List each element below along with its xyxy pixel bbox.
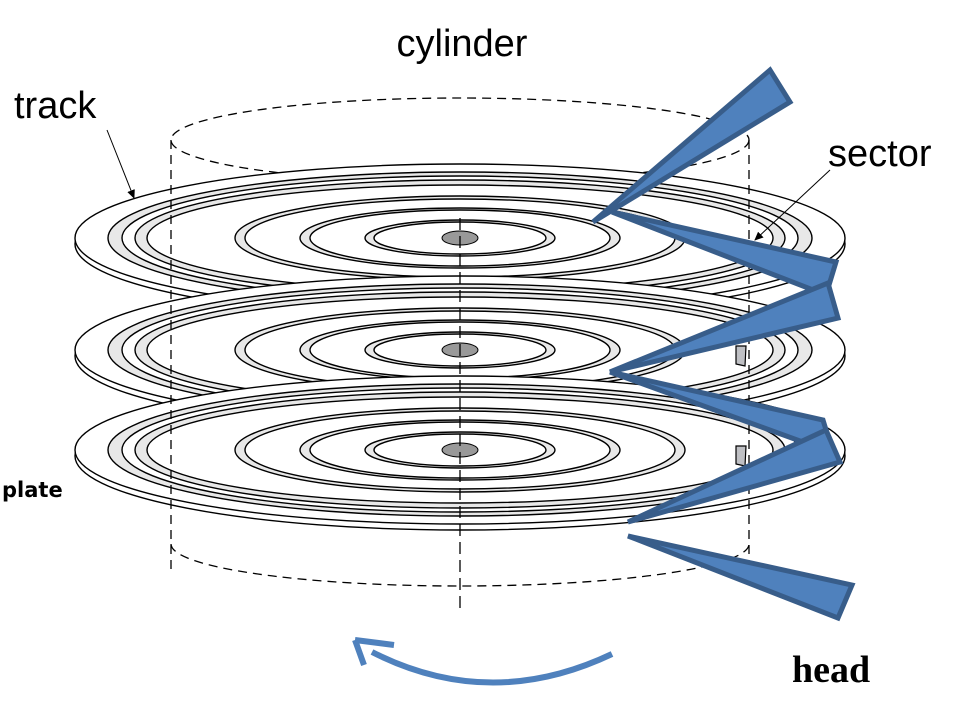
label-pointers — [106, 129, 831, 241]
head-arm — [591, 66, 794, 225]
platter — [74, 375, 846, 531]
head-arm — [611, 209, 840, 299]
head-arm — [609, 279, 842, 375]
rotation-arrow — [352, 637, 614, 686]
sector-pointer — [754, 169, 831, 241]
sector-highlight — [735, 345, 747, 367]
read-write-heads — [591, 66, 856, 622]
head-arm — [627, 533, 856, 622]
sector-highlight — [735, 445, 747, 467]
head-label: head — [792, 649, 870, 691]
rotation-arc — [370, 649, 614, 686]
cylinder-label: cylinder — [397, 23, 528, 65]
track-pointer — [106, 129, 135, 199]
platter-stack — [74, 163, 846, 531]
head-arm — [626, 426, 844, 525]
plate-label: plate — [2, 478, 63, 502]
rotation-arrowhead — [352, 637, 395, 667]
cylinder-outline-front — [170, 140, 750, 614]
track-label: track — [14, 85, 97, 127]
sector-label: sector — [828, 133, 932, 175]
